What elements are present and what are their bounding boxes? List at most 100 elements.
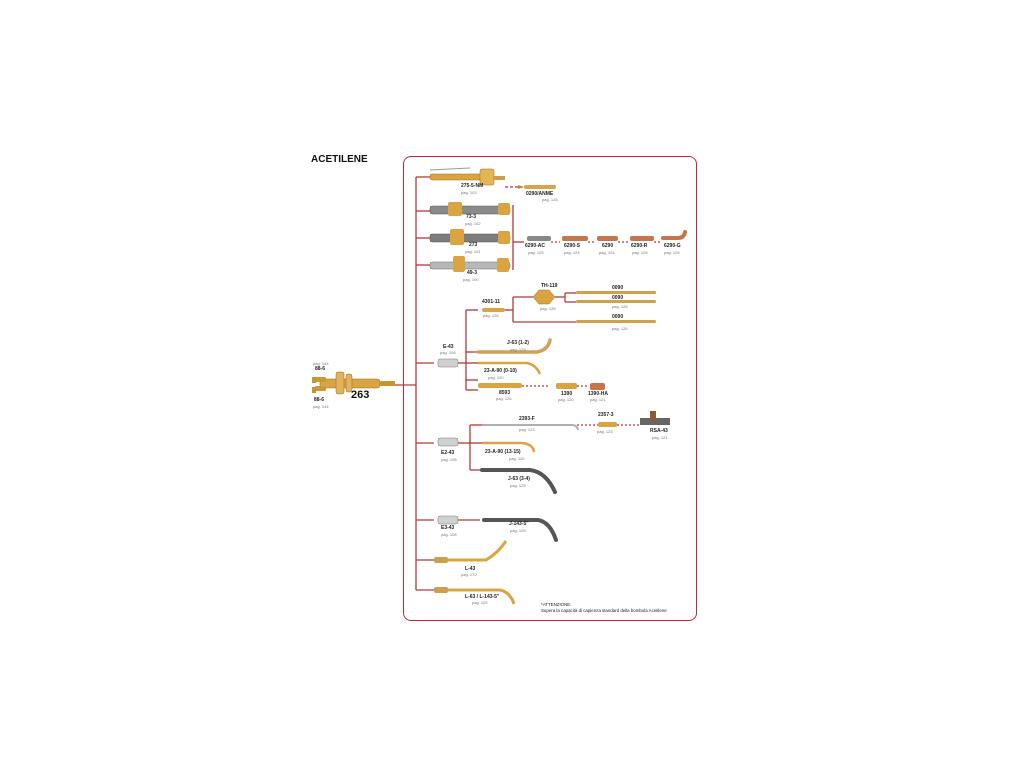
page-49-3: pag. 100 (463, 277, 479, 282)
torch-275-image (429, 167, 505, 186)
label-73-3: 73-3 (466, 214, 477, 220)
mixer-e2-43-image (437, 437, 459, 447)
nozzle-6290-r-image (630, 236, 654, 241)
page-e2-43: pag. 108 (441, 457, 457, 462)
page-0090-b: pag. 126 (612, 304, 628, 309)
page-2357-3: pag. 123 (597, 429, 613, 434)
nozzle-1390-ha-image (590, 383, 605, 390)
multiflame-th119-image (532, 289, 556, 305)
nozzle-6290-g-image (661, 230, 687, 240)
page-e-43: pag. 108 (440, 350, 456, 355)
label-j-63-1-2: J-63 (1-2) (507, 340, 529, 346)
tube-j63-1-2-image (476, 338, 552, 354)
label-6290-r: 6290-R (631, 243, 648, 249)
page-88-6-b: pag. 144 (313, 404, 329, 409)
page-j-63-3-4: pag. 125 (510, 483, 526, 488)
label-0090-c: 0090 (612, 314, 624, 320)
fitting-88-6-b-image (312, 387, 316, 393)
label-6290-g: 6290-G (664, 243, 681, 249)
page-8593: pag. 126 (496, 396, 512, 401)
heater-rsa-43-image (640, 411, 670, 425)
torch-73-3-image (429, 202, 511, 216)
page-6290-s: pag. 124 (564, 250, 580, 255)
fitting-88-6-a-image (312, 377, 316, 383)
label-2357-3: 2357-3 (598, 412, 614, 418)
label-e-43: E-43 (443, 344, 454, 350)
tube-l43-image (434, 540, 508, 563)
label-1390: 1390 (561, 391, 573, 397)
label-l-43: L-43 (465, 566, 476, 572)
tube-j143-5-image (482, 518, 558, 542)
page-title: ACETILENE (311, 154, 368, 165)
page-88-6-a: pag. 144 (313, 361, 329, 366)
adaptor-4301-11-image (482, 308, 505, 312)
label-rsa-43: RSA-43 (650, 428, 668, 434)
torch-49-3-image (429, 256, 511, 272)
label-4301-11: 4301-11 (482, 299, 501, 305)
page-6290-r: pag. 126 (632, 250, 648, 255)
page-6290-ac: pag. 125 (528, 250, 544, 255)
page-23-a-90-13-15: pag. 120 (509, 456, 525, 461)
page-2393-f: pag. 123 (519, 427, 535, 432)
page-273: pag. 101 (465, 249, 481, 254)
page-j-63-1-2: pag. 125 (510, 347, 526, 352)
label-273: 273 (469, 242, 478, 248)
page-1390-ha: pag. 121 (590, 397, 606, 402)
tube-2393-f-image (482, 424, 579, 431)
page-23-a-90-0-10: pag. 120 (488, 375, 504, 380)
handle-263-image (315, 371, 395, 395)
label-8593: 8593 (499, 390, 511, 396)
label-88-6-b: 88-6 (314, 397, 325, 403)
page-0090-c: pag. 126 (612, 326, 628, 331)
label-1390-ha: 1390-HA (588, 391, 609, 397)
page-1390: pag. 120 (558, 397, 574, 402)
nozzle-6290-ac-image (527, 236, 551, 241)
label-23-a-90-13-15: 23-A-90 (13-15) (485, 449, 521, 455)
connector-8593-image (478, 383, 522, 388)
label-j-143-5: J-143-5" (509, 521, 529, 527)
tip-0290-anme-image (518, 185, 556, 189)
page-j-143-5: pag. 125 (510, 528, 526, 533)
label-2393-f: 2393-F (519, 416, 535, 422)
mixer-e3-43-image (437, 515, 459, 525)
handle-code-label: 263 (351, 389, 370, 401)
tip-0090-b-image (576, 300, 656, 303)
warning-text: Supera la capacità di capienza standard … (541, 608, 667, 613)
label-0290-anme: 0290/ANME (526, 191, 554, 197)
mixer-e43-image (437, 358, 459, 368)
label-e3-43: E3-43 (441, 525, 455, 531)
diagram-frame (403, 156, 697, 621)
label-6290: 6290 (602, 243, 614, 249)
label-275-5-nm: 275-5-NM (461, 183, 484, 189)
tube-j63-3-4-image (480, 468, 557, 494)
page-6290-g: pag. 126 (664, 250, 680, 255)
warning-note: *ATTENZIONE: Supera la capacità di capie… (541, 602, 667, 614)
page-6290: pag. 124 (599, 250, 615, 255)
label-49-3: 49-3 (467, 270, 478, 276)
tube-l63-image (434, 587, 516, 605)
label-0090-a: 0090 (612, 285, 624, 291)
nozzle-2357-3-image (598, 422, 617, 427)
tube-23a90-0-10-image (478, 361, 542, 375)
page-e3-43: pag. 108 (441, 532, 457, 537)
label-23-a-90-0-10: 23-A-90 (0-10) (484, 368, 517, 374)
warning-title: *ATTENZIONE: (541, 602, 572, 607)
label-6290-s: 6290-S (564, 243, 581, 249)
nozzle-6290-image (597, 236, 618, 241)
label-l-63: L-63 / L-143-5" (465, 594, 500, 600)
torch-273-image (429, 229, 511, 245)
nozzle-6290-s-image (562, 236, 588, 241)
page-th-119: pag. 126 (540, 306, 556, 311)
label-88-6-a: 88-6 (315, 366, 326, 372)
label-e2-43: E2-43 (441, 450, 455, 456)
tip-0090-a-image (576, 291, 656, 294)
connector-lines (395, 176, 662, 591)
label-j-63-3-4: J-63 (3-4) (508, 476, 530, 482)
page-rsa-43: pag. 121 (652, 435, 668, 440)
page-l-63: pag. 125 (472, 600, 488, 605)
label-6290-ac: 6290-AC (525, 243, 546, 249)
page-4301-11: pag. 126 (483, 313, 499, 318)
page-0290-anme: pag. 128 (542, 197, 558, 202)
label-0090-b: 0090 (612, 295, 624, 301)
